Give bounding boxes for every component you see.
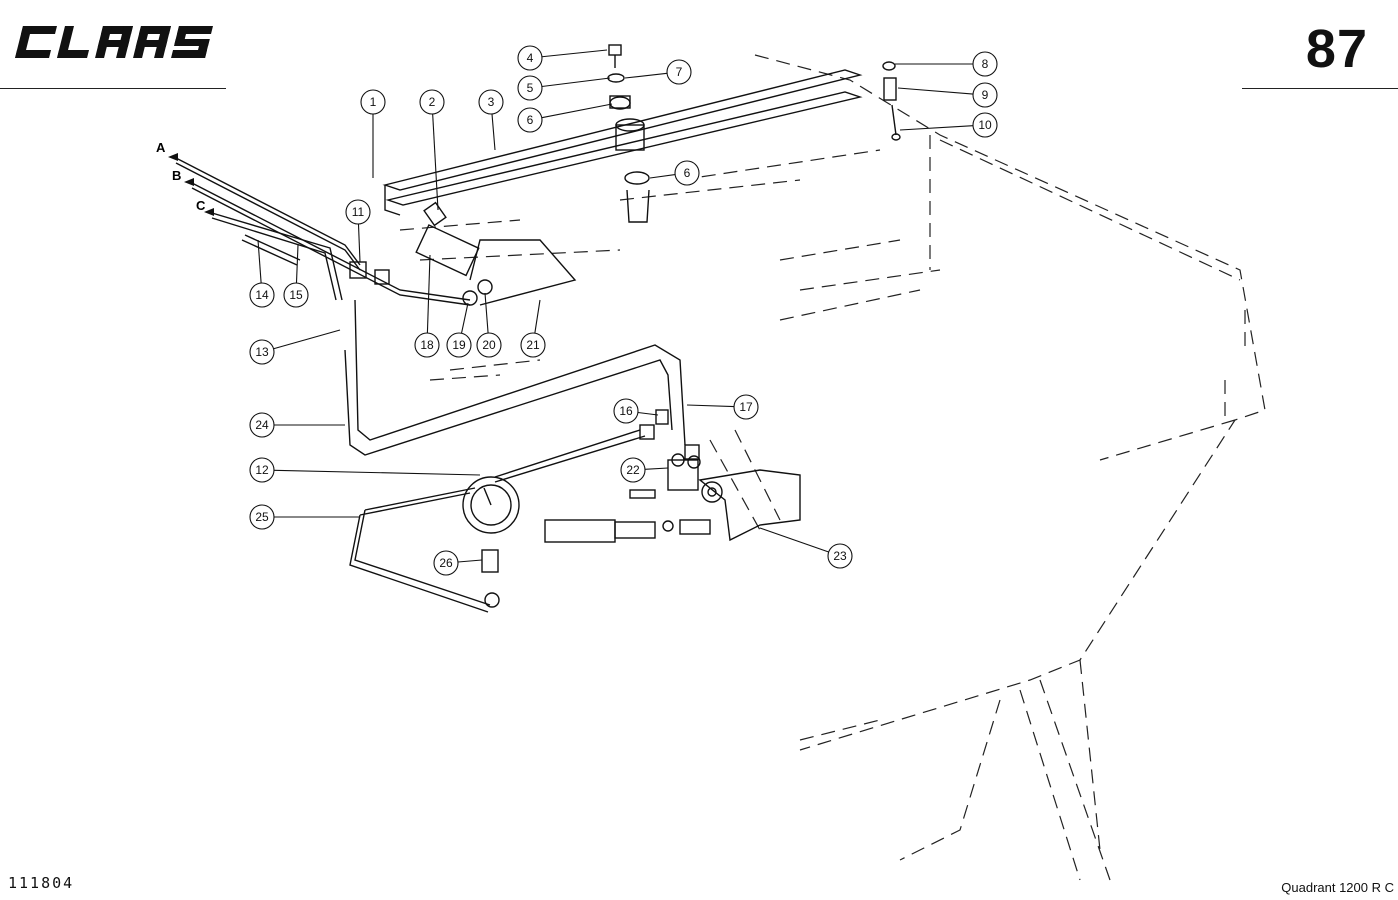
callout-leader (460, 302, 469, 334)
model-name: Quadrant 1200 R C (1281, 880, 1394, 895)
callout-leader (686, 404, 735, 408)
gauge-assembly (349, 429, 646, 613)
callout-circle (666, 59, 692, 85)
callout-leader (426, 254, 431, 334)
callout-label: 6 (684, 166, 691, 180)
callout-leader (644, 467, 669, 470)
callout-label: 9 (982, 88, 989, 102)
callout-circle (360, 89, 386, 115)
callout-circle (972, 82, 998, 108)
callout-circle (733, 394, 759, 420)
header-rule-left (0, 88, 226, 89)
callout-leader (759, 527, 829, 553)
callout-label: 8 (982, 57, 989, 71)
callout-circle (249, 282, 275, 308)
callout-leader (624, 72, 668, 79)
callout-label: 24 (255, 418, 269, 432)
callout-leader (491, 113, 496, 151)
callout-circle (249, 504, 275, 530)
callout-label: 13 (255, 345, 269, 359)
line-arrows (168, 153, 214, 216)
callout-leader (457, 559, 483, 563)
callout-label: 16 (619, 404, 633, 418)
callout-label: 5 (527, 81, 534, 95)
callout-label: 12 (255, 463, 269, 477)
callout-circle (476, 332, 502, 358)
valve-block (349, 201, 493, 306)
callout-label: 19 (452, 338, 466, 352)
callout-leader (637, 411, 659, 416)
callout-label: 26 (439, 556, 453, 570)
pump-assembly (544, 409, 801, 543)
callout-label: 2 (429, 95, 436, 109)
callout-circle (620, 457, 646, 483)
callout-label: 6 (527, 113, 534, 127)
callout-circle (613, 398, 639, 424)
callout-label: 21 (526, 338, 540, 352)
callout-leader (541, 49, 608, 58)
line-label-b: B (172, 168, 181, 183)
bolt-stack (607, 44, 650, 223)
document-number: 111804 (8, 874, 75, 892)
claas-logo (15, 26, 214, 58)
callout-leader (541, 103, 613, 119)
callout-leader (484, 292, 489, 334)
callout-circle (249, 339, 275, 365)
callout-circle (674, 160, 700, 186)
callout-circle (249, 412, 275, 438)
callout-label: 25 (255, 510, 269, 524)
callout-leader (897, 87, 974, 95)
callout-label: 17 (739, 400, 753, 414)
callout-circle (517, 75, 543, 101)
callout-label: 22 (626, 463, 640, 477)
callout-leader (295, 244, 299, 284)
callout-label: 14 (255, 288, 269, 302)
callout-circle (249, 457, 275, 483)
line-24 (344, 299, 686, 456)
callout-leader (541, 77, 611, 88)
bolt-8-10 (882, 61, 901, 141)
callout-leader (534, 299, 541, 334)
callout-leader (357, 223, 361, 263)
callout-label: 4 (527, 51, 534, 65)
callout-label: 20 (482, 338, 496, 352)
callout-label: 7 (676, 65, 683, 79)
callout-label: 10 (978, 118, 992, 132)
callout-circle (419, 89, 445, 115)
callout-leader (273, 469, 481, 476)
callout-circle (972, 112, 998, 138)
callout-leader (649, 174, 676, 179)
callout-circle (520, 332, 546, 358)
callout-leader (432, 113, 439, 211)
callout-circle (414, 332, 440, 358)
callout-leader (257, 239, 262, 284)
callout-label: 23 (833, 549, 847, 563)
callout-circle (446, 332, 472, 358)
hydraulic-lines (175, 157, 577, 306)
callout-leader (899, 125, 974, 131)
machine-outline (399, 54, 1266, 881)
callout-label: 11 (352, 205, 365, 219)
line-label-a: A (156, 140, 166, 155)
callout-circle (827, 543, 853, 569)
callout-circle (972, 51, 998, 77)
callout-circle (517, 107, 543, 133)
line-label-c: C (196, 198, 206, 213)
bracket-rail (382, 69, 863, 216)
callout-label: 1 (370, 95, 377, 109)
callout-circle (345, 199, 371, 225)
callout-leader (273, 329, 341, 350)
callout-circle (517, 45, 543, 71)
callout-label: 18 (420, 338, 434, 352)
callout-circle (478, 89, 504, 115)
callout-circle (283, 282, 309, 308)
header-rule-right (1242, 88, 1398, 89)
callout-label: 3 (488, 95, 495, 109)
callout-label: 15 (289, 288, 303, 302)
callout-circle (433, 550, 459, 576)
page-number: 87 (1305, 19, 1368, 79)
